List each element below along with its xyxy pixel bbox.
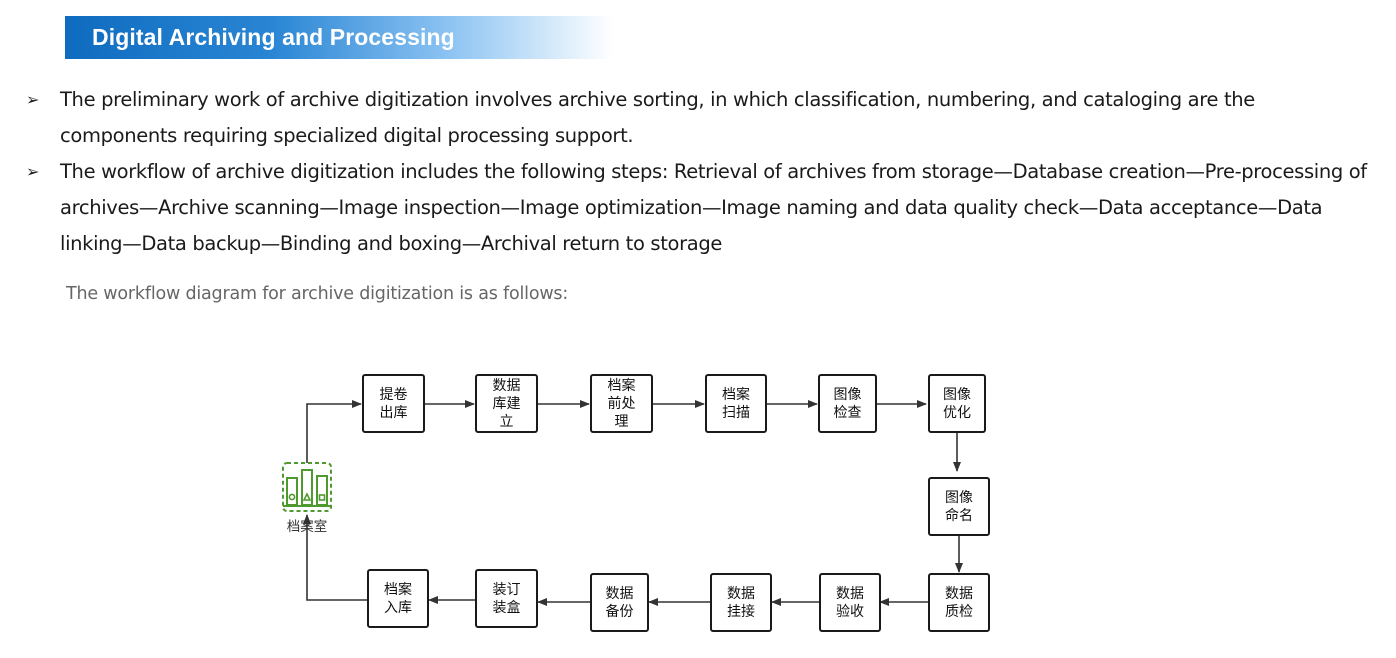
node-label-line: 档案 xyxy=(722,386,750,403)
node-label-line: 命名 xyxy=(945,507,973,524)
node-label-line: 数据 xyxy=(945,586,973,602)
node-label-line: 图像 xyxy=(834,387,862,403)
process-node-preprocessing: 档案 前处 理 xyxy=(590,374,653,433)
bullet-item: ➢ The workflow of archive digitization i… xyxy=(26,154,1371,262)
node-label-line: 提卷 xyxy=(380,387,408,403)
bullet-list: ➢ The preliminary work of archive digiti… xyxy=(26,82,1371,262)
arrow-bullet-icon: ➢ xyxy=(26,90,40,109)
diagram-caption: The workflow diagram for archive digitiz… xyxy=(66,284,569,304)
archive-room-label: 档案室 xyxy=(287,518,328,535)
process-node-retrieval: 提卷 出库 xyxy=(362,374,425,433)
bullet-item: ➢ The preliminary work of archive digiti… xyxy=(26,82,1371,154)
process-node-database-creation: 数据 库建 立 xyxy=(475,374,538,433)
node-label-line: 数据 xyxy=(836,586,864,602)
archive-bar-chart-icon xyxy=(282,462,332,512)
node-label-line: 扫描 xyxy=(722,405,750,421)
process-node-data-linking: 数据 挂接 xyxy=(710,573,772,632)
node-label-line: 装订 xyxy=(493,582,521,598)
node-label-line: 入库 xyxy=(384,600,412,616)
arrow-bullet-icon: ➢ xyxy=(26,162,40,181)
node-label-line: 档案 xyxy=(608,377,636,394)
node-label-line: 验收 xyxy=(836,604,864,620)
node-label-line: 出库 xyxy=(380,405,408,421)
node-label-line: 数据 xyxy=(493,378,521,394)
bullet-text: The preliminary work of archive digitiza… xyxy=(60,88,1255,147)
node-label-line: 检查 xyxy=(834,405,862,421)
node-label-line: 库建 xyxy=(493,396,521,412)
node-label-line: 优化 xyxy=(943,405,971,421)
process-node-binding-boxing: 装订 装盒 xyxy=(475,569,538,628)
process-node-quality-check: 数据 质检 xyxy=(928,573,990,632)
node-label-line: 质检 xyxy=(945,604,973,620)
node-label-line: 理 xyxy=(615,414,629,430)
process-node-image-naming: 图像 命名 xyxy=(928,477,990,536)
process-node-data-acceptance: 数据 验收 xyxy=(819,573,881,632)
process-node-data-backup: 数据 备份 xyxy=(590,573,649,632)
section-title-banner: Digital Archiving and Processing xyxy=(65,16,613,59)
section-title: Digital Archiving and Processing xyxy=(92,24,455,50)
node-label-line: 数据 xyxy=(606,586,634,602)
process-node-scanning: 档案 扫描 xyxy=(705,374,767,433)
node-label-line: 装盒 xyxy=(493,599,521,616)
node-label-line: 立 xyxy=(500,414,514,430)
connector-arrow xyxy=(303,514,368,601)
node-label-line: 备份 xyxy=(606,603,634,620)
bullet-text: The workflow of archive digitization inc… xyxy=(60,160,1367,255)
node-label-line: 图像 xyxy=(943,387,971,403)
connector-arrow xyxy=(306,400,362,463)
process-node-image-optimization: 图像 优化 xyxy=(928,374,986,433)
flow-connectors xyxy=(303,400,963,606)
process-node-return-to-storage: 档案 入库 xyxy=(367,569,429,628)
node-label-line: 挂接 xyxy=(727,603,755,620)
node-label-line: 数据 xyxy=(727,586,755,602)
node-label-line: 档案 xyxy=(384,581,412,598)
node-label-line: 前处 xyxy=(608,395,636,412)
archive-room: 档案室 xyxy=(282,462,332,535)
process-node-image-inspection: 图像 检查 xyxy=(818,374,877,433)
node-label-line: 图像 xyxy=(945,490,973,506)
